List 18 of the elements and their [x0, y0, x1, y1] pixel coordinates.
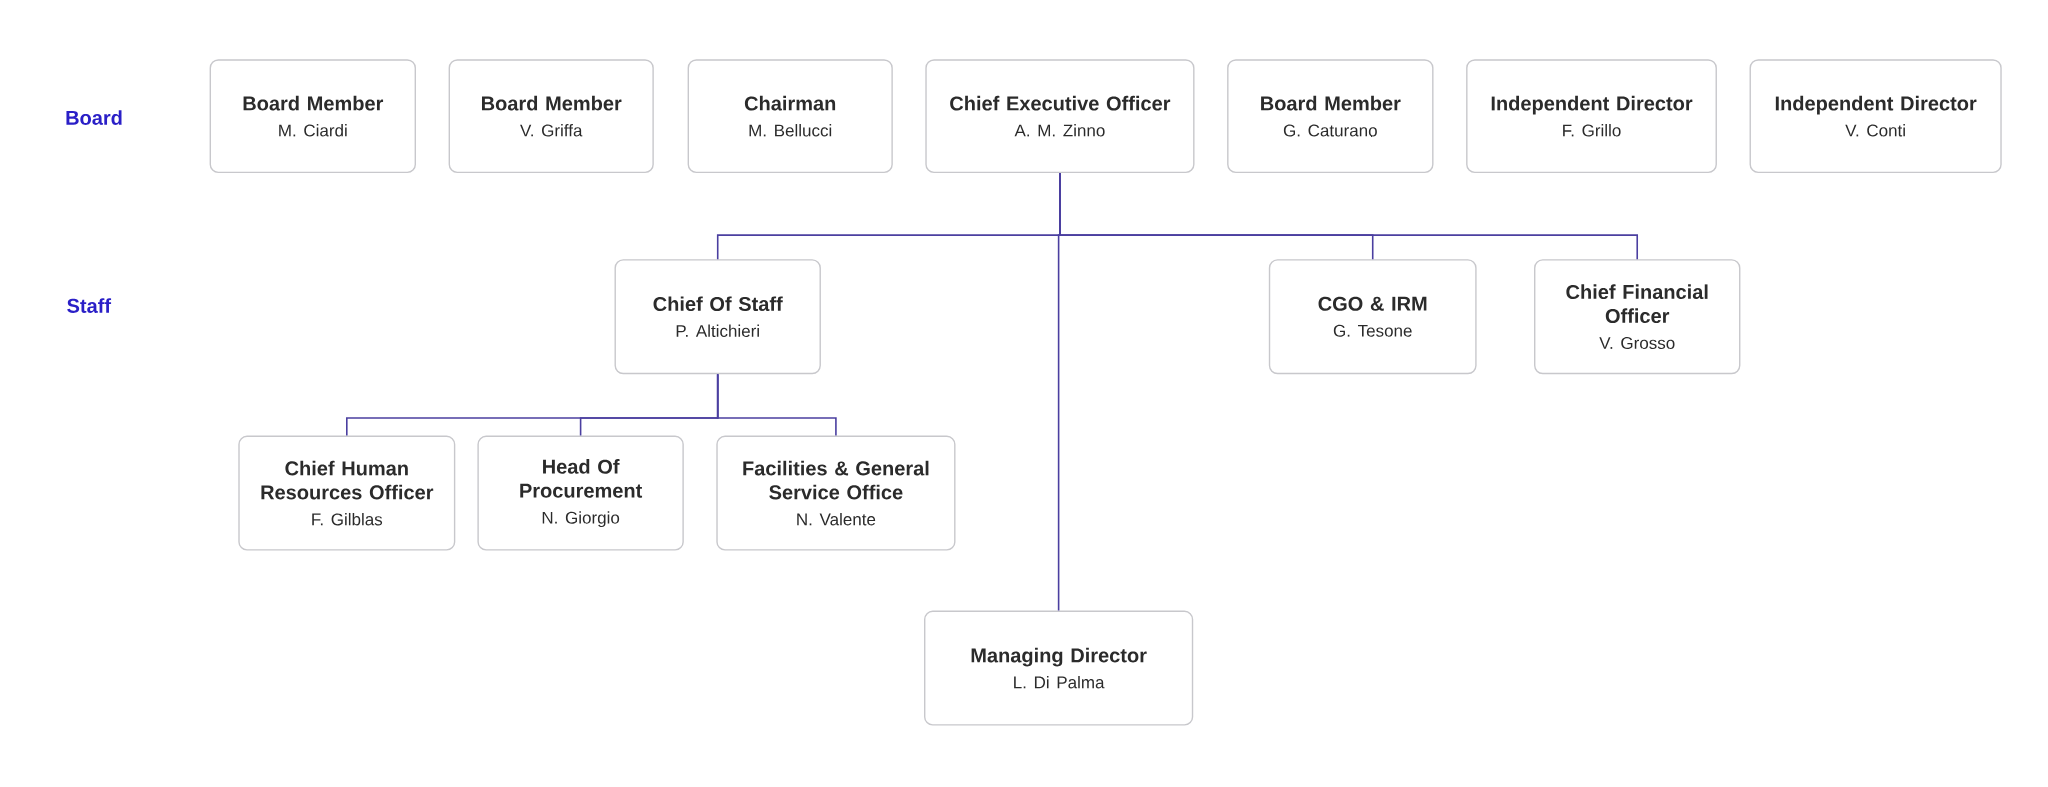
row-label: Board — [66, 110, 122, 125]
role-box: Head Of Procurement N. Giorgio — [477, 435, 684, 551]
role-box: Board Member V. Griffa — [448, 59, 654, 174]
role-box: Managing Director L. Di Palma — [924, 610, 1194, 726]
role-box: Facilities & General Service Office N. Valente — [716, 435, 956, 551]
role-box: Chairman M. Bellucci — [687, 59, 893, 174]
role-box: Chief Financial Officer V. Grosso — [1534, 259, 1741, 375]
role-box: Board Member G. Caturano — [1227, 59, 1434, 174]
row-label: Staff — [67, 298, 112, 313]
role-box: CGO & IRM G. Tesone — [1268, 259, 1477, 375]
role-box: Board Member M. Ciardi — [209, 59, 416, 174]
role-box: Independent Director F. Grillo — [1466, 59, 1717, 174]
role-box: Independent Director V. Conti — [1749, 59, 2002, 174]
connector-line — [1057, 172, 1061, 612]
role-box: Chief Executive Officer A. M. Zinno — [925, 59, 1195, 174]
role-box: Chief Of Staff P. Altichieri — [614, 259, 821, 375]
role-box: Chief Human Resources Officer F. Gilblas — [238, 435, 456, 551]
connector-line — [716, 373, 837, 437]
